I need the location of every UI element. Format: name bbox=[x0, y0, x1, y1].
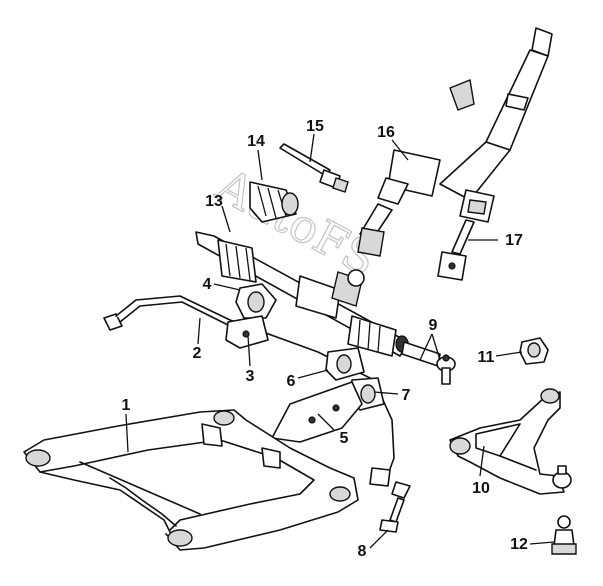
callout-2: 2 bbox=[193, 345, 202, 362]
intermediate-shaft bbox=[437, 189, 495, 281]
control-arm-bushing bbox=[519, 337, 549, 365]
callout-labels: 1 2 3 4 5 6 7 8 9 10 11 12 13 14 15 16 1… bbox=[122, 118, 528, 560]
leader-lines bbox=[125, 133, 555, 549]
steering-rack bbox=[195, 231, 409, 357]
stabilizer-bushing bbox=[325, 347, 365, 381]
lower-control-arm bbox=[449, 388, 572, 495]
callout-10: 10 bbox=[472, 480, 490, 497]
callout-1: 1 bbox=[122, 397, 131, 414]
rack-mount-bushing bbox=[235, 283, 277, 319]
callout-6: 6 bbox=[287, 373, 296, 390]
callout-13: 13 bbox=[205, 193, 223, 210]
callout-16: 16 bbox=[377, 124, 395, 141]
rear-mount-bracket bbox=[271, 381, 363, 443]
stabilizer-link bbox=[369, 467, 411, 533]
callout-17: 17 bbox=[505, 232, 523, 249]
callout-14: 14 bbox=[247, 133, 265, 150]
ball-joint bbox=[551, 515, 577, 555]
inner-tie-rod bbox=[279, 143, 349, 193]
callout-11: 11 bbox=[478, 349, 495, 366]
stabilizer-bracket bbox=[225, 315, 269, 349]
callout-8: 8 bbox=[358, 543, 367, 560]
subframe bbox=[23, 409, 359, 551]
callout-9: 9 bbox=[429, 317, 438, 334]
callout-3: 3 bbox=[246, 368, 255, 385]
steering-column bbox=[357, 27, 553, 257]
callout-7: 7 bbox=[402, 387, 411, 404]
rack-boot bbox=[249, 181, 299, 223]
callout-15: 15 bbox=[306, 118, 324, 135]
tie-rod-end bbox=[401, 341, 456, 385]
callout-4: 4 bbox=[203, 276, 212, 293]
callout-12: 12 bbox=[510, 536, 528, 553]
callout-5: 5 bbox=[340, 430, 349, 447]
